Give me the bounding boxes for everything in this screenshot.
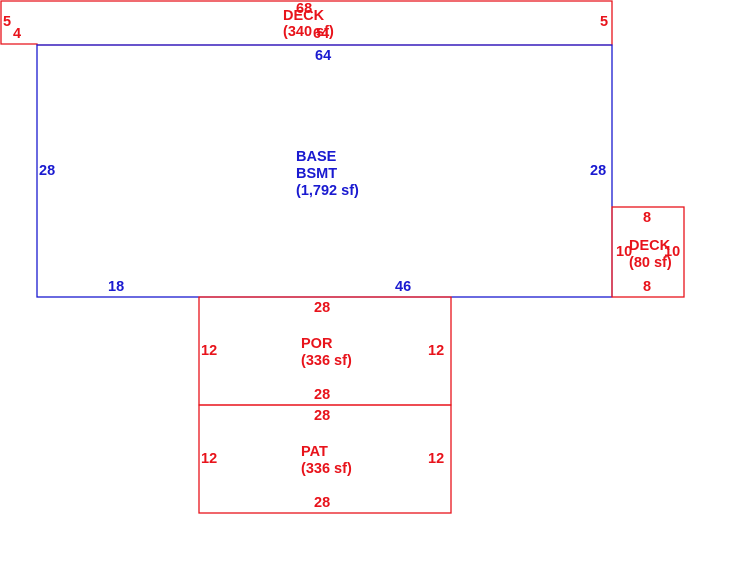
deck-right-dim-top: 8 (643, 210, 651, 226)
base-dim-right: 28 (590, 163, 606, 179)
por-dim-right: 12 (428, 343, 444, 359)
deck-right-dim-right: 10 (664, 244, 680, 260)
base-dim-bottom-left: 18 (108, 279, 124, 295)
pat-dim-left: 12 (201, 451, 217, 467)
base-label-line2: BSMT (296, 166, 337, 182)
deck-top-dim-left: 5 (3, 14, 11, 30)
pat-dim-bottom: 28 (314, 495, 330, 511)
base-dim-left: 28 (39, 163, 55, 179)
base-area: (1,792 sf) (296, 183, 359, 199)
deck-top-dim-step: 4 (13, 26, 21, 42)
deck-right-area: (80 sf) (629, 255, 672, 271)
por-dim-bottom: 28 (314, 387, 330, 403)
por-dim-left: 12 (201, 343, 217, 359)
pat-dim-right: 12 (428, 451, 444, 467)
deck-top-dim-right: 5 (600, 14, 608, 30)
deck-right-outline (611, 206, 685, 298)
deck-right-dim-bottom: 8 (643, 279, 651, 295)
pat-area: (336 sf) (301, 461, 352, 477)
pat-outline (198, 404, 452, 514)
deck-top-dim-bottom: 64 (313, 26, 329, 42)
deck-right-name: DECK (629, 238, 671, 254)
por-dim-top: 28 (314, 300, 330, 316)
deck-top-dim-top: 68 (296, 1, 312, 17)
deck-top-area: (340 sf) (283, 24, 334, 40)
pat-dim-top: 28 (314, 408, 330, 424)
deck-top-name: DECK (283, 8, 325, 24)
base-label-line1: BASE (296, 149, 337, 165)
base-dim-top: 64 (315, 48, 331, 64)
por-area: (336 sf) (301, 353, 352, 369)
pat-name: PAT (301, 444, 328, 460)
base-dim-bottom-right: 46 (395, 279, 411, 295)
deck-right-dim-left: 10 (616, 244, 632, 260)
por-name: POR (301, 336, 333, 352)
